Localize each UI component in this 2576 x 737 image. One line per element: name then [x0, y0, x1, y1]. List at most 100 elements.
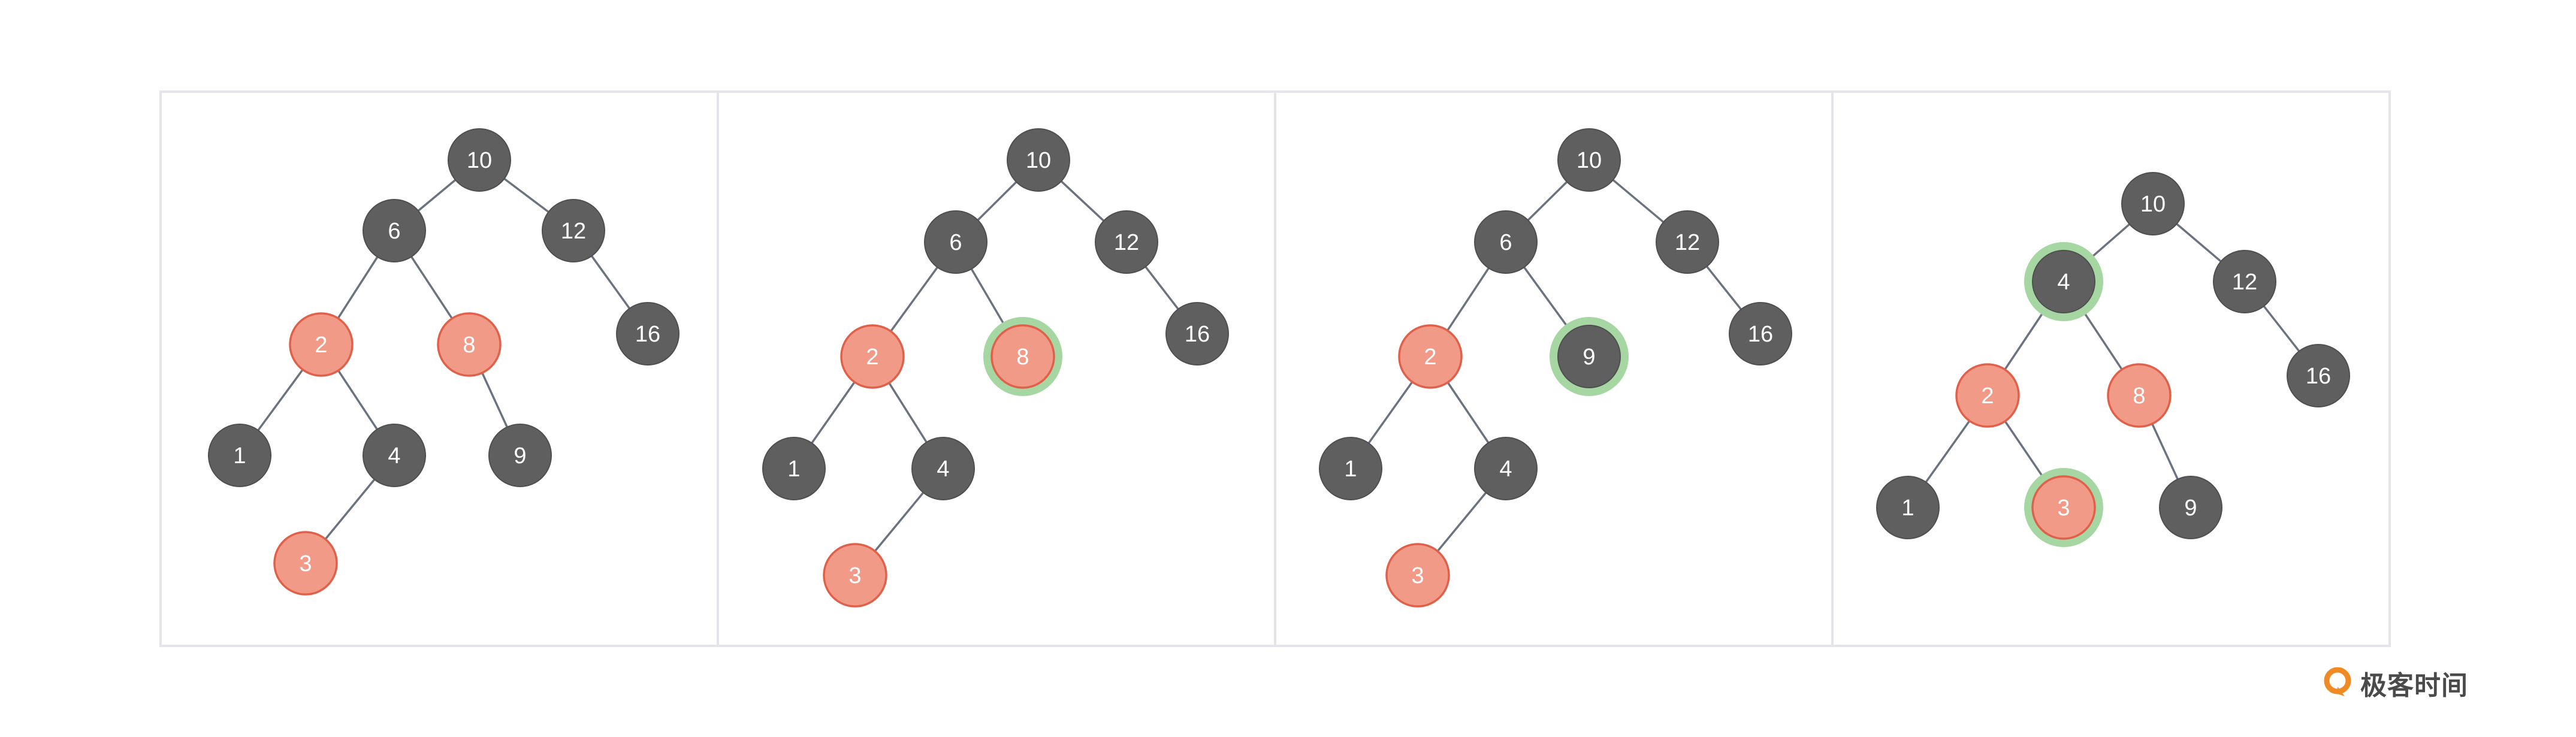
node-label: 8: [463, 333, 475, 358]
geektime-logo-icon: [2324, 667, 2351, 696]
node-label: 2: [1424, 345, 1436, 370]
node-label: 4: [388, 443, 400, 469]
tree-node: 1: [1876, 476, 1940, 539]
tree-node: 12: [1095, 210, 1158, 274]
tree-node: 12: [2213, 250, 2276, 313]
red-node-circle: [437, 312, 502, 377]
tree-edge-4-8: [2080, 307, 2123, 370]
tree-node: 10: [2121, 172, 2185, 235]
tree-edge-2-4: [337, 370, 378, 430]
tree-edge-6-8: [970, 268, 1008, 331]
highlight-ring: [1550, 317, 1629, 396]
tree-edge-4-3: [324, 479, 376, 540]
tree-edge-6-9: [1523, 267, 1572, 332]
tree-edge-10-12: [1612, 179, 1665, 223]
node-label: 12: [1675, 230, 1700, 255]
panel-frame: [159, 90, 719, 647]
node-label: 3: [299, 551, 312, 576]
node-label: 3: [1411, 563, 1424, 588]
tree-node: 4: [911, 437, 975, 500]
node-label: 6: [1499, 230, 1512, 255]
tree-edge-12-16: [2263, 305, 2300, 352]
tree-node: 10: [1007, 128, 1070, 192]
tree-edge-8-9: [481, 372, 508, 428]
highlight-ring: [2024, 242, 2103, 321]
node-label: 1: [1901, 496, 1914, 521]
black-node-circle: [1319, 437, 1382, 500]
tree-node: 8: [2107, 363, 2172, 428]
tree-node: 8: [437, 312, 502, 377]
tree-node: 9: [488, 424, 552, 487]
tree-node: 4: [2024, 242, 2103, 321]
node-label: 9: [2184, 496, 2197, 521]
tree-node: 2: [1955, 363, 2020, 428]
tree-node: 1: [1319, 437, 1382, 500]
red-node-circle: [840, 324, 905, 389]
tree-node: 2: [289, 312, 354, 377]
black-node-circle: [2032, 250, 2095, 313]
tree-edge-2-1: [811, 381, 856, 444]
tree-node: 3: [2024, 468, 2103, 547]
node-label: 8: [2133, 383, 2145, 409]
black-node-circle: [542, 199, 605, 262]
tree-edge-4-3: [874, 491, 925, 552]
tree-node: 2: [840, 324, 905, 389]
tree-node: 10: [448, 128, 511, 192]
highlight-ring: [983, 317, 1062, 396]
tree-edge-2-4: [1446, 382, 1490, 443]
tree-edge-4-2: [2004, 307, 2047, 370]
tree-node: 10: [1557, 128, 1621, 192]
black-node-circle: [2121, 172, 2185, 235]
red-node-circle: [1385, 543, 1450, 608]
black-node-circle: [1474, 437, 1538, 500]
tree-edge-12-16: [1144, 266, 1179, 310]
node-label: 4: [2057, 270, 2070, 295]
tree-edge-10-6: [977, 181, 1017, 221]
tree-edge-10-6: [1527, 181, 1568, 221]
tree-node: 12: [1656, 210, 1719, 274]
black-node-circle: [2287, 344, 2350, 407]
tree-node: 16: [1165, 302, 1229, 366]
brand-logo: 极客时间: [2322, 664, 2468, 702]
tree-node: 16: [1729, 302, 1792, 366]
node-label: 12: [561, 219, 586, 244]
node-label: 10: [467, 148, 492, 173]
node-label: 4: [937, 457, 949, 482]
tree-edge-10-6: [417, 179, 457, 212]
node-label: 8: [1016, 345, 1029, 370]
node-label: 16: [2306, 364, 2331, 389]
node-label: 2: [315, 333, 327, 358]
tree-edge-2-3: [2004, 421, 2047, 482]
tree-edge-12-16: [1706, 265, 1742, 310]
red-node-circle: [823, 543, 887, 608]
black-node-circle: [911, 437, 975, 500]
red-node-circle: [2031, 475, 2096, 540]
tree-node: 16: [616, 302, 680, 366]
node-label: 12: [1114, 230, 1139, 255]
black-node-circle: [1165, 302, 1229, 366]
node-label: 3: [2057, 496, 2070, 521]
tree-node: 9: [2159, 476, 2222, 539]
node-label: 9: [1583, 345, 1595, 370]
tree-edge-2-1: [1367, 381, 1414, 444]
black-node-circle: [616, 302, 680, 366]
tree-edge-10-12: [2176, 223, 2222, 262]
node-label: 1: [1344, 457, 1357, 482]
red-node-circle: [2107, 363, 2172, 428]
red-node-circle: [1955, 363, 2020, 428]
black-node-circle: [1729, 302, 1792, 366]
tree-node: 8: [983, 317, 1062, 396]
tree-edge-12-16: [590, 255, 631, 309]
node-label: 9: [514, 443, 526, 469]
node-label: 16: [1185, 322, 1210, 347]
tree-edge-10-12: [1060, 180, 1105, 222]
black-node-circle: [762, 437, 826, 500]
node-label: 1: [787, 457, 800, 482]
red-node-circle: [273, 531, 338, 596]
tree-node: 3: [273, 531, 338, 596]
node-label: 12: [2232, 270, 2257, 295]
tree-node: 4: [363, 424, 426, 487]
black-node-circle: [2213, 250, 2276, 313]
